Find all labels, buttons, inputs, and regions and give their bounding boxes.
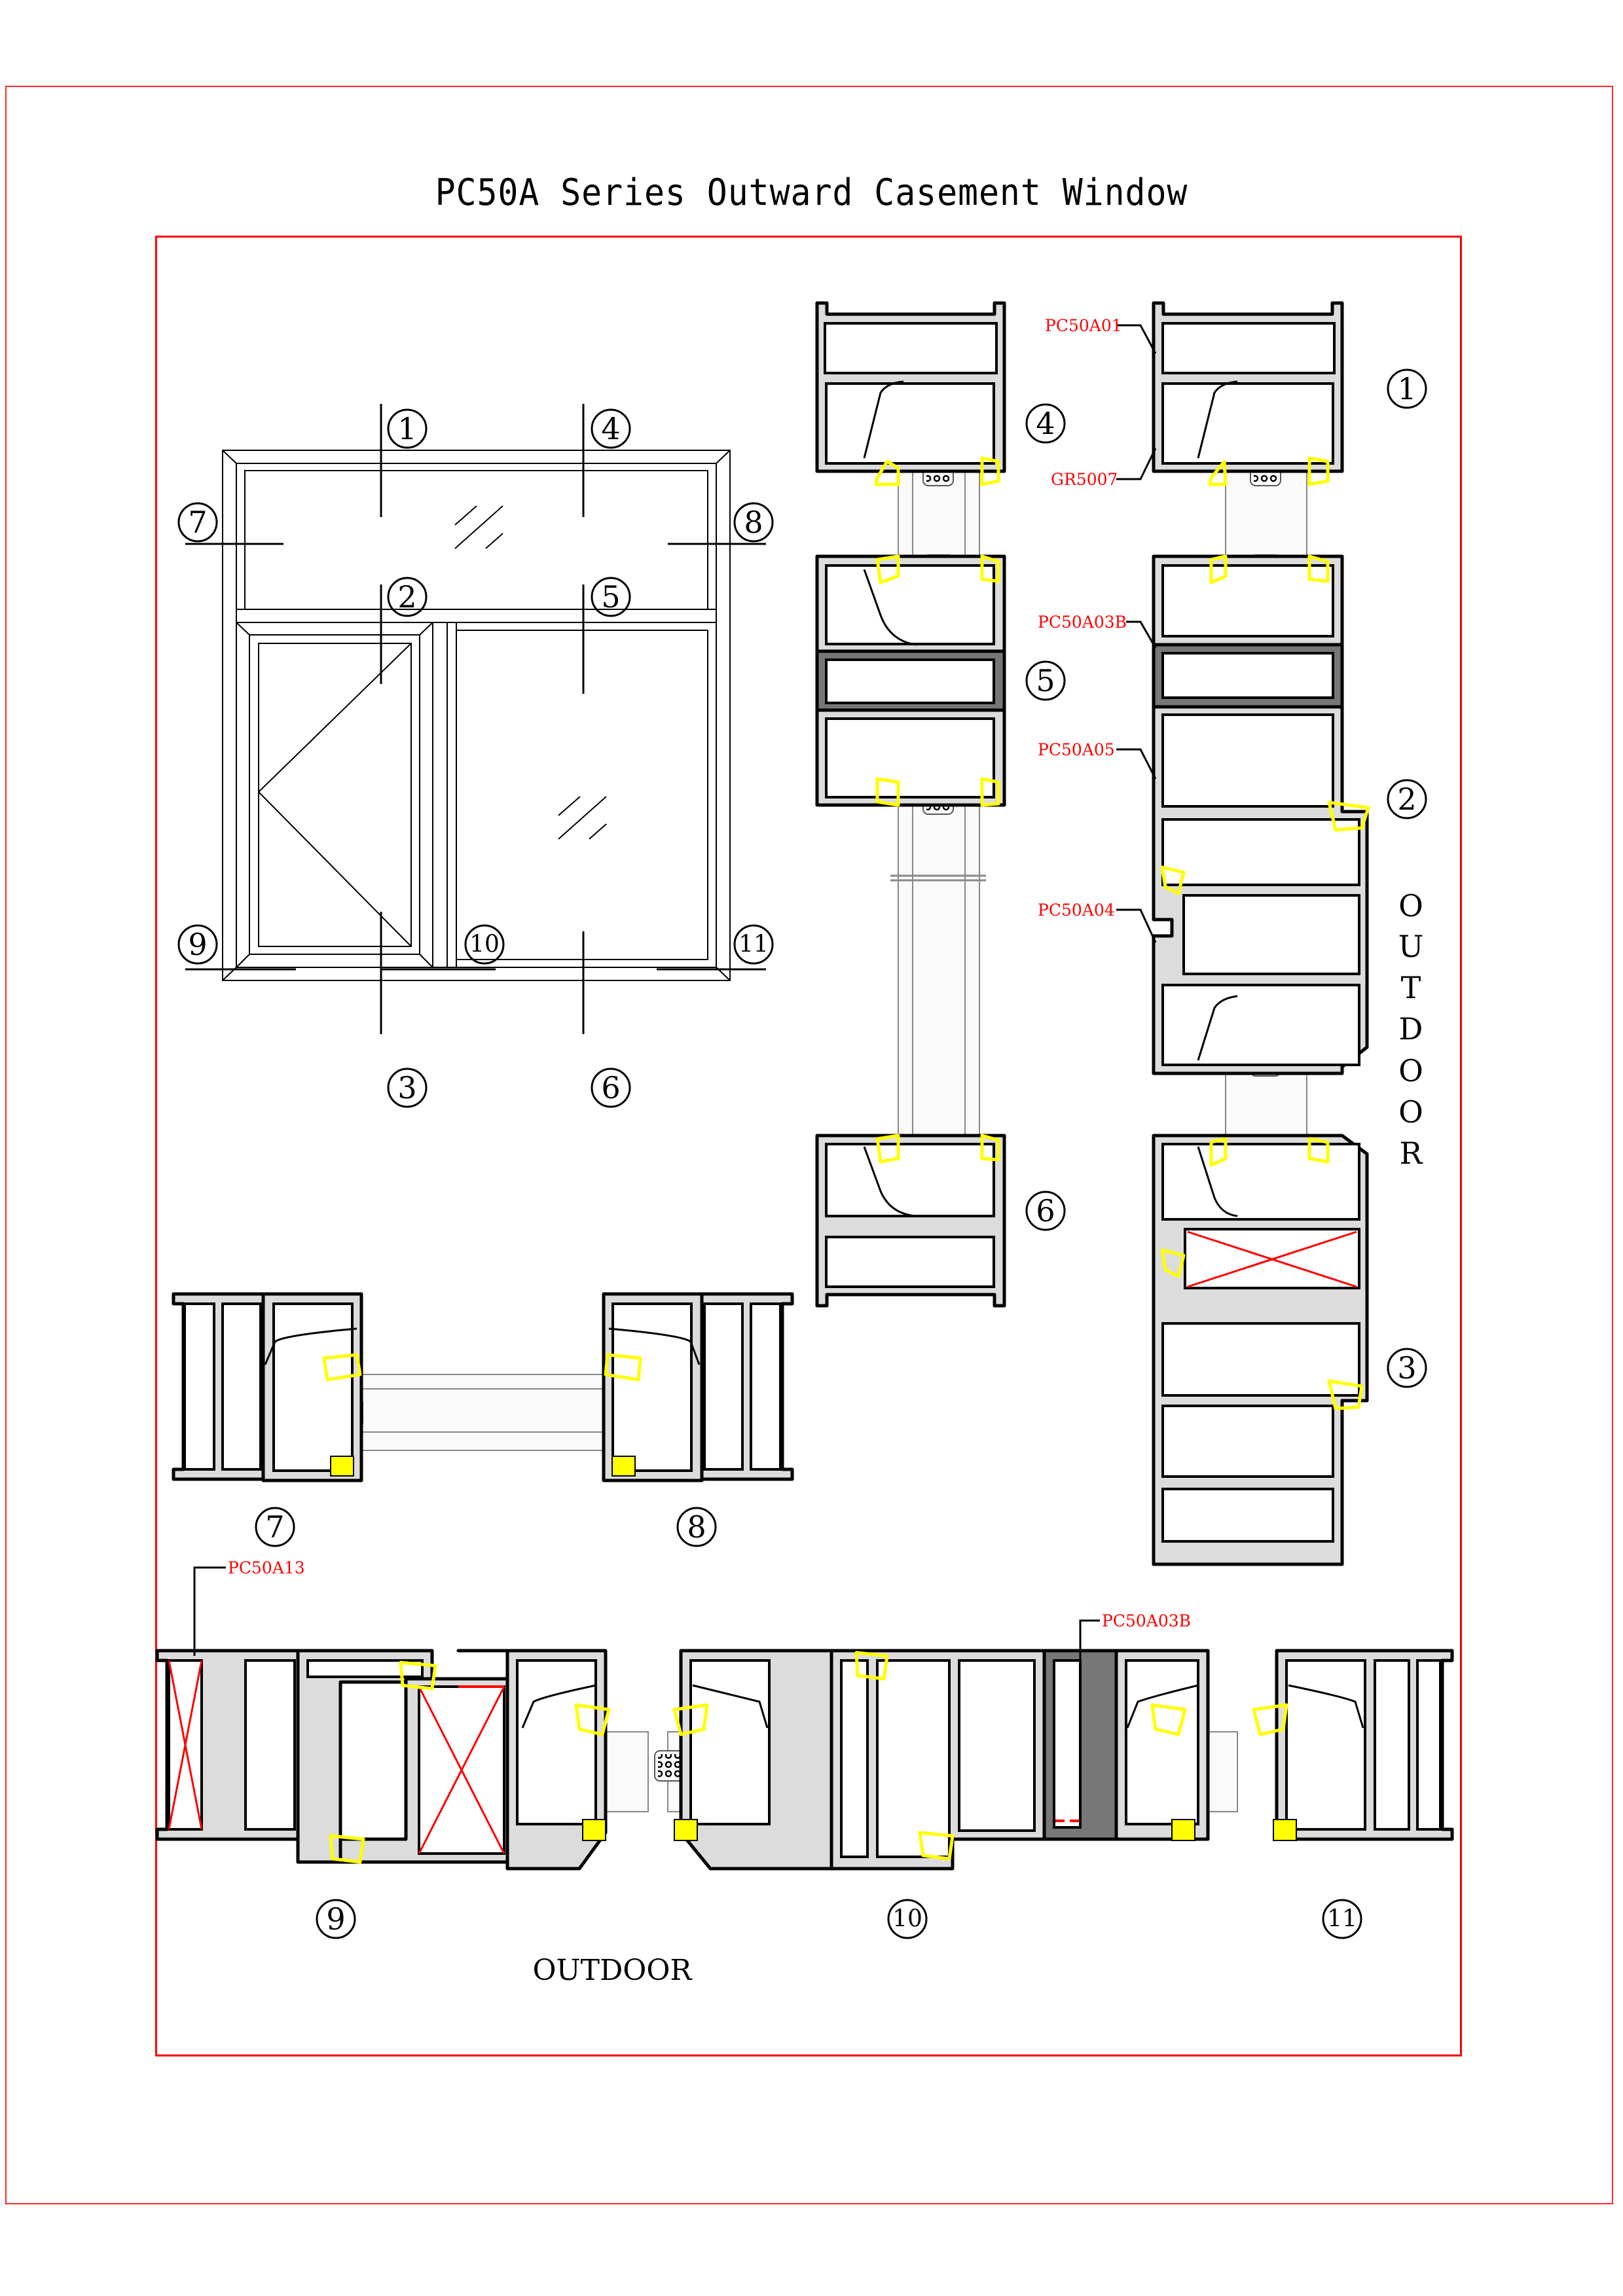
vertical-section-4-5-6 <box>815 301 1006 1308</box>
section-label-7: 7 <box>255 1507 295 1547</box>
svg-text:U: U <box>1398 929 1424 964</box>
svg-text:6: 6 <box>601 1070 620 1105</box>
section-label-10: 10 <box>887 1899 928 1939</box>
svg-text:8: 8 <box>744 505 763 540</box>
svg-text:2: 2 <box>1397 781 1416 817</box>
svg-text:O: O <box>1398 1094 1423 1130</box>
elevation-marker-9: 9 <box>177 924 218 965</box>
svg-text:1: 1 <box>1397 371 1416 406</box>
part-label-pc50a03b: PC50A03B <box>1038 613 1127 632</box>
svg-text:R: R <box>1400 1136 1423 1171</box>
svg-text:D: D <box>1399 1011 1423 1047</box>
svg-text:11: 11 <box>739 931 769 958</box>
section-label-3: 3 <box>1387 1348 1427 1388</box>
section-label-4: 4 <box>1025 403 1066 444</box>
section-label-2: 2 <box>1387 779 1427 819</box>
section-label-5: 5 <box>1025 660 1066 701</box>
elevation-marker-6: 6 <box>591 1067 631 1108</box>
svg-text:5: 5 <box>601 579 620 615</box>
section-label-8: 8 <box>676 1507 717 1547</box>
svg-text:7: 7 <box>265 1509 284 1545</box>
elevation-marker-3: 3 <box>387 1067 428 1108</box>
elevation-marker-2: 2 <box>387 577 428 617</box>
outer-border <box>5 86 1613 2204</box>
section-label-11: 11 <box>1322 1899 1362 1939</box>
section-label-9: 9 <box>316 1899 356 1939</box>
part-label-pc50a03b-bottom: PC50A03B <box>1102 1611 1191 1630</box>
inner-border <box>155 236 1462 2056</box>
svg-text:2: 2 <box>397 579 416 615</box>
window-elevation <box>185 404 766 1034</box>
part-label-gr5007: GR5007 <box>1051 470 1118 489</box>
elevation-marker-11: 11 <box>733 924 774 965</box>
part-label-pc50a04: PC50A04 <box>1038 901 1115 920</box>
svg-text:O: O <box>1398 1053 1423 1088</box>
svg-text:10: 10 <box>892 1906 922 1933</box>
elevation-marker-7: 7 <box>177 502 218 543</box>
horizontal-section-9-10-11 <box>155 1566 1454 1871</box>
elevation-marker-1: 1 <box>387 408 428 449</box>
part-label-pc50a05: PC50A05 <box>1038 740 1115 759</box>
elevation-marker-10: 10 <box>464 924 505 965</box>
svg-text:3: 3 <box>397 1070 416 1105</box>
svg-text:11: 11 <box>1327 1906 1357 1933</box>
svg-text:5: 5 <box>1036 663 1055 698</box>
outdoor-horizontal-label: OUTDOOR <box>532 1954 693 1987</box>
horizontal-section-7-8 <box>172 1292 794 1482</box>
svg-text:10: 10 <box>469 931 500 958</box>
svg-text:9: 9 <box>188 927 207 962</box>
section-label-1: 1 <box>1387 368 1427 409</box>
part-label-pc50a01: PC50A01 <box>1045 316 1122 335</box>
svg-text:3: 3 <box>1397 1350 1416 1386</box>
svg-text:7: 7 <box>188 505 207 540</box>
svg-text:1: 1 <box>397 411 416 446</box>
elevation-marker-4: 4 <box>591 408 631 449</box>
svg-text:4: 4 <box>601 411 620 446</box>
svg-text:T: T <box>1401 970 1421 1005</box>
svg-text:9: 9 <box>326 1901 345 1937</box>
part-label-pc50a13: PC50A13 <box>228 1558 305 1577</box>
elevation-marker-8: 8 <box>733 502 774 543</box>
section-label-6: 6 <box>1025 1191 1066 1231</box>
elevation-marker-5: 5 <box>591 577 631 617</box>
svg-text:4: 4 <box>1036 406 1055 441</box>
svg-text:8: 8 <box>687 1509 706 1545</box>
vertical-section-1-2-3 <box>1116 301 1370 1566</box>
svg-text:6: 6 <box>1036 1193 1055 1229</box>
page-title: PC50A Series Outward Casement Window <box>435 171 1188 214</box>
outdoor-vertical-label: O U T D O O R <box>1398 888 1424 1171</box>
svg-text:O: O <box>1398 888 1423 924</box>
